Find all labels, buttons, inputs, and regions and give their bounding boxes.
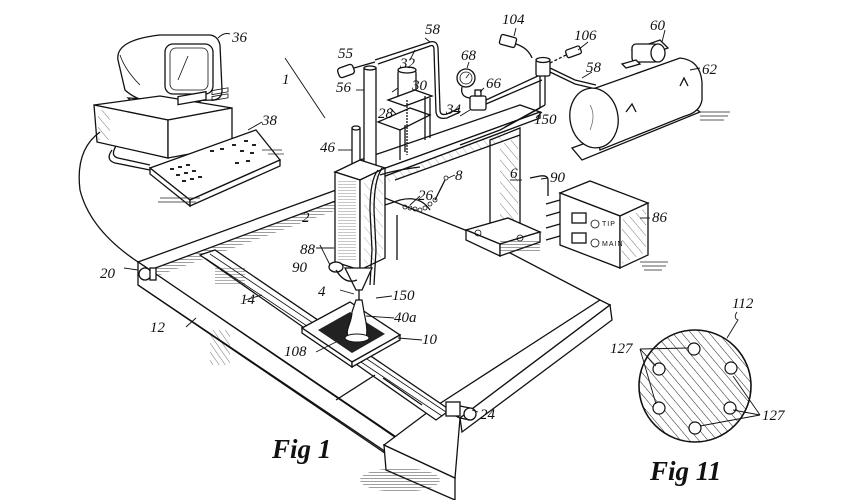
ref-104: 104 bbox=[502, 12, 525, 28]
ref-34: 34 bbox=[445, 102, 462, 118]
reference-numerals: 36 38 1 46 56 55 58 32 30 28 34 68 66 10… bbox=[100, 12, 718, 423]
cylinder-56 bbox=[351, 65, 377, 169]
dispensing-head bbox=[328, 159, 449, 300]
figure-11-caption: Fig 11 bbox=[649, 456, 721, 486]
ref-14: 14 bbox=[240, 292, 256, 308]
ref-20: 20 bbox=[100, 266, 116, 282]
ref-28: 28 bbox=[378, 106, 394, 122]
motor-20 bbox=[138, 267, 157, 281]
ref-88: 88 bbox=[300, 242, 316, 258]
fig11-leaders bbox=[639, 311, 761, 427]
computer-base bbox=[93, 87, 233, 159]
ref-86: 86 bbox=[652, 210, 668, 226]
ref-108: 108 bbox=[284, 344, 307, 360]
ref-60: 60 bbox=[650, 18, 666, 34]
pressure-gauge bbox=[456, 68, 476, 99]
z-drive bbox=[376, 66, 434, 160]
ref-68: 68 bbox=[461, 48, 477, 64]
ref-90: 90 bbox=[292, 260, 308, 276]
motion-arrows bbox=[335, 215, 423, 406]
figure-11: 127 127 112 Fig 11 bbox=[610, 296, 786, 486]
ref-36: 36 bbox=[231, 30, 248, 46]
ref-30: 30 bbox=[411, 78, 428, 94]
ref-127-right: 127 bbox=[762, 408, 786, 424]
ref-66: 66 bbox=[486, 76, 502, 92]
air-tank bbox=[569, 39, 730, 161]
ref-46: 46 bbox=[320, 140, 336, 156]
tip-label: TIP bbox=[602, 221, 616, 228]
ref-40a: 40a bbox=[394, 310, 417, 326]
ref-2: 2 bbox=[302, 210, 310, 226]
ref-32: 32 bbox=[399, 56, 416, 72]
control-box: TIP MAIN bbox=[529, 175, 668, 271]
ref-12: 12 bbox=[150, 320, 166, 336]
disk-112 bbox=[638, 329, 752, 443]
valve-66 bbox=[469, 89, 487, 111]
ref-150: 150 bbox=[392, 288, 415, 304]
ref-127-left: 127 bbox=[610, 341, 634, 357]
ref-150-top: 150 bbox=[534, 112, 557, 128]
ref-55: 55 bbox=[338, 46, 354, 62]
ref-1: 1 bbox=[282, 72, 290, 88]
ref-8: 8 bbox=[455, 168, 463, 184]
main-label: MAIN bbox=[602, 241, 624, 248]
ref-26: 26 bbox=[418, 188, 434, 204]
ref-10: 10 bbox=[422, 332, 438, 348]
manifold bbox=[459, 33, 597, 146]
keyboard bbox=[148, 129, 284, 208]
figure-1: TIP MAIN bbox=[78, 12, 730, 500]
ref-112: 112 bbox=[732, 296, 754, 312]
ref-90-top: 90 bbox=[550, 170, 566, 186]
ref-58b: 58 bbox=[586, 60, 602, 76]
ref-4: 4 bbox=[318, 284, 326, 300]
ref-62: 62 bbox=[702, 62, 718, 78]
cable-beads bbox=[402, 197, 438, 213]
leader-lines bbox=[123, 27, 701, 413]
ref-106: 106 bbox=[574, 28, 597, 44]
computer-cables bbox=[78, 131, 151, 263]
motor-24 bbox=[445, 401, 477, 421]
figure-1-caption: Fig 1 bbox=[271, 434, 331, 464]
substrate-plate bbox=[300, 299, 402, 369]
ref-24: 24 bbox=[480, 407, 496, 423]
air-line bbox=[336, 40, 461, 120]
ref-58: 58 bbox=[425, 22, 441, 38]
ref-56: 56 bbox=[336, 80, 352, 96]
ref-6: 6 bbox=[510, 166, 518, 182]
ref-38: 38 bbox=[261, 113, 278, 129]
